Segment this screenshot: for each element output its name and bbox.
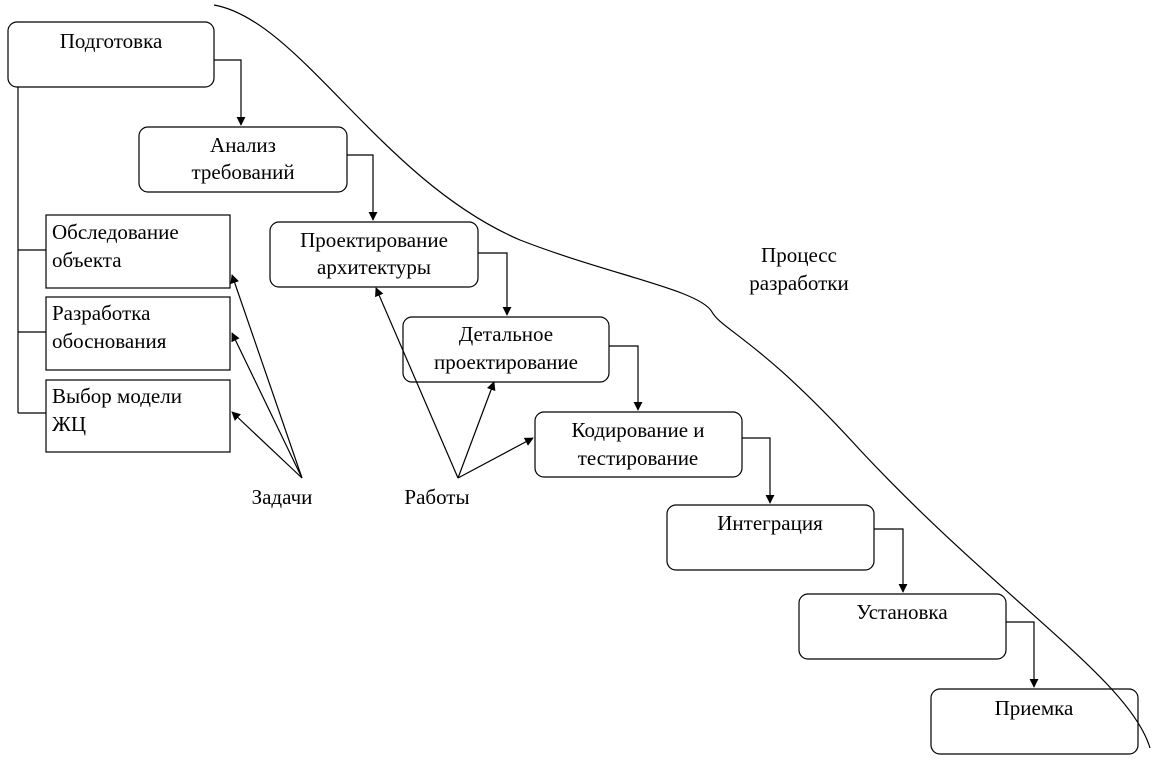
works-label: Работы bbox=[404, 485, 469, 509]
task-box-model bbox=[45, 379, 231, 453]
connector-prep-req bbox=[214, 59, 246, 126]
tasks-pointer-survey bbox=[230, 274, 303, 479]
task-box-survey bbox=[45, 214, 231, 289]
stage-label-prep: Подготовка bbox=[60, 29, 163, 53]
connector-integ-install bbox=[874, 528, 908, 593]
process-brace bbox=[213, 4, 1151, 749]
connector-arch-detail bbox=[478, 252, 512, 316]
stage-box-prep bbox=[7, 21, 215, 88]
connector-detail-code bbox=[609, 345, 643, 411]
stage-label-integ: Интеграция bbox=[717, 511, 823, 535]
stage-box-code bbox=[534, 411, 743, 478]
tasks-pointer-model bbox=[231, 411, 303, 479]
connector-install-accept bbox=[1006, 621, 1039, 688]
stage-box-install bbox=[798, 593, 1007, 660]
connector-req-arch bbox=[347, 154, 378, 221]
works-pointer-detail bbox=[457, 381, 496, 479]
tasks-pointer-justify bbox=[231, 332, 303, 479]
stage-label-accept: Приемка bbox=[995, 696, 1074, 720]
tasks-label: Задачи bbox=[252, 485, 313, 509]
stage-box-arch bbox=[269, 221, 479, 288]
works-pointer-code bbox=[457, 437, 534, 479]
task-bracket bbox=[17, 87, 46, 414]
task-box-justify bbox=[45, 296, 231, 371]
stage-label-install: Установка bbox=[856, 600, 948, 624]
works-pointer-arch bbox=[375, 287, 459, 479]
stage-box-req bbox=[138, 126, 348, 193]
connector-code-integ bbox=[742, 437, 775, 504]
stage-box-accept bbox=[930, 688, 1139, 755]
stage-box-integ bbox=[666, 504, 875, 571]
